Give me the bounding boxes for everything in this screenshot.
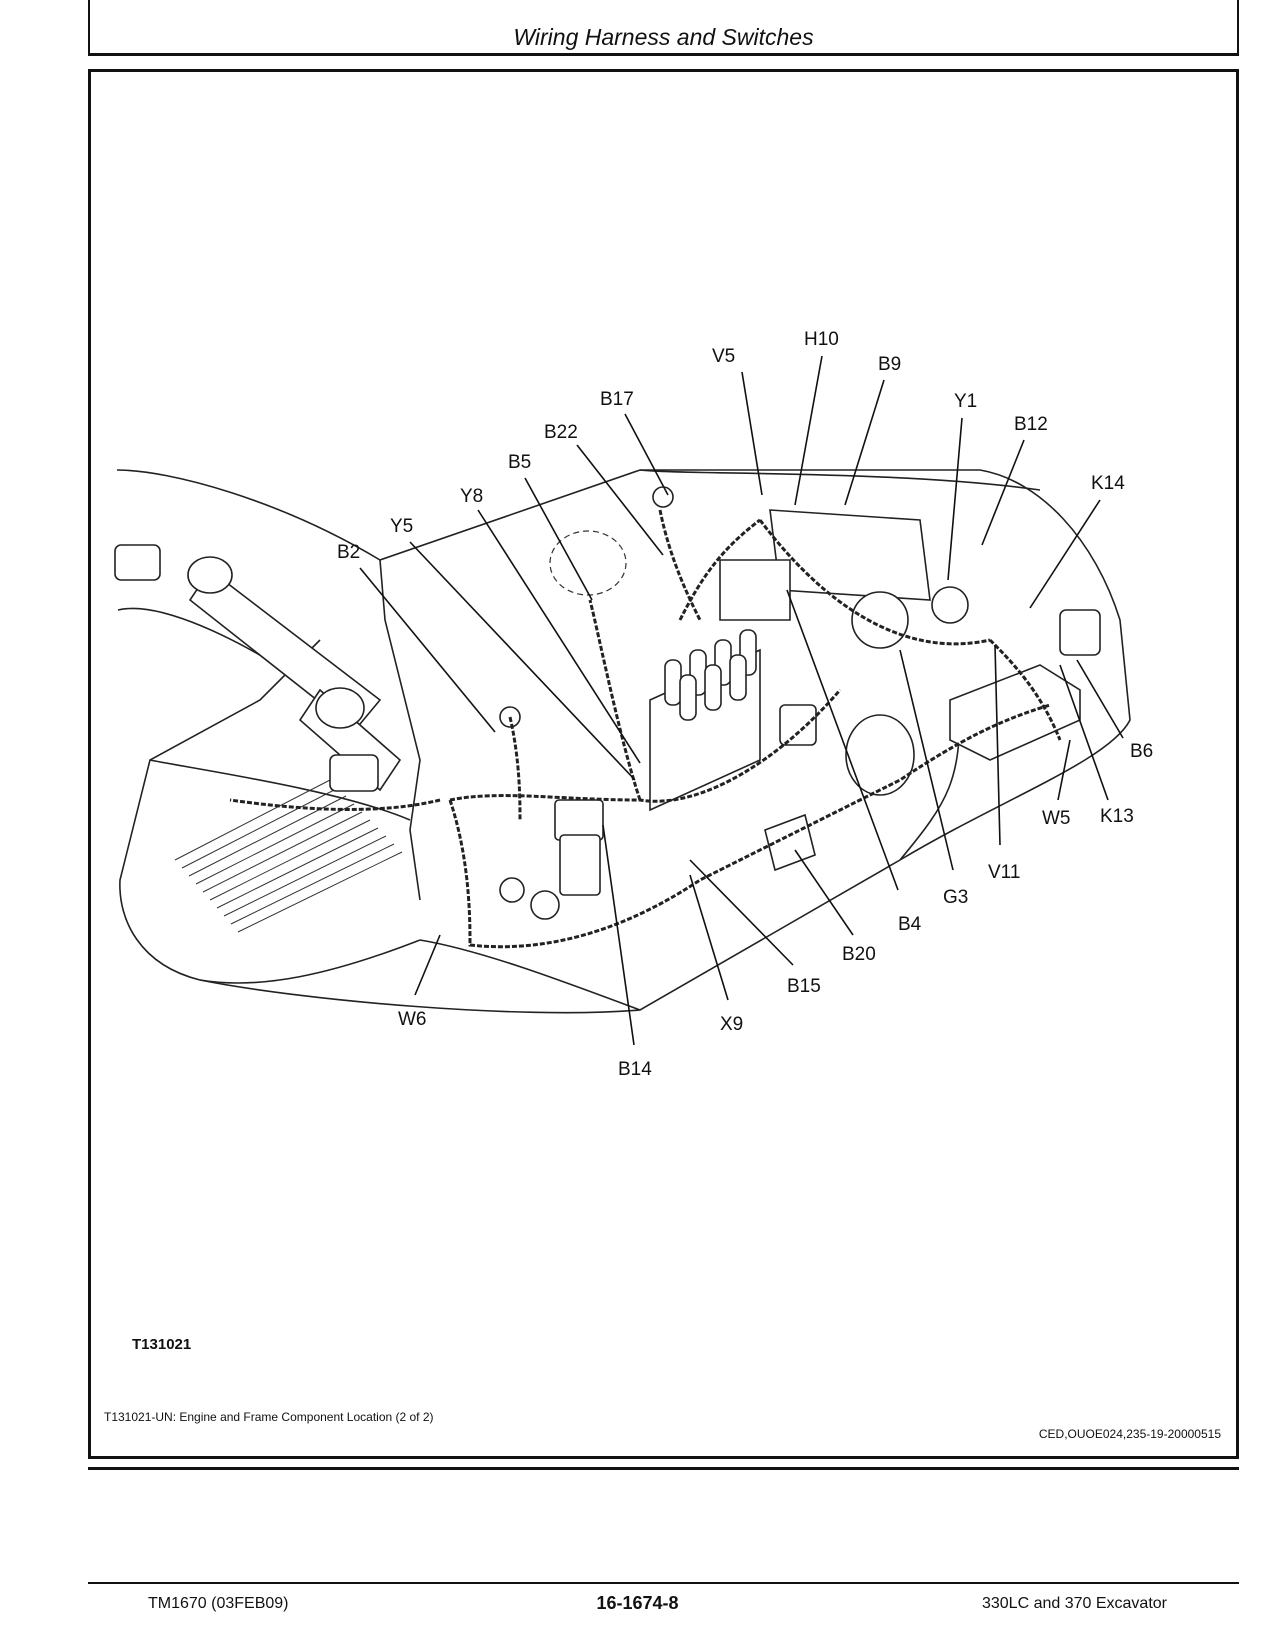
- figure-reference: CED,OUOE024,235-19-20000515: [1038, 1427, 1221, 1441]
- section-divider: [88, 1467, 1239, 1470]
- callout-labels: V5 H10 B9 Y1 B12 K14 B17 B22 B5 Y8 Y5 B2…: [337, 329, 1153, 1080]
- footer-divider: [88, 1582, 1239, 1584]
- callout-b17: B17: [600, 389, 634, 410]
- excavator-frame-illustration: [114, 469, 1131, 1014]
- figure-id-label: T131021: [132, 1336, 192, 1353]
- wiring-harness: [229, 509, 1062, 949]
- callout-b15: B15: [787, 976, 821, 997]
- callout-v5: V5: [712, 346, 735, 367]
- callout-y1: Y1: [954, 391, 977, 412]
- callout-b20: B20: [842, 944, 876, 965]
- callout-k14: K14: [1091, 473, 1125, 494]
- callout-leaders: [359, 355, 1124, 1046]
- callout-k13: K13: [1100, 806, 1134, 827]
- callout-b14: B14: [618, 1059, 652, 1080]
- callout-b22: B22: [544, 422, 578, 443]
- figure-frame: [88, 69, 1239, 1459]
- callout-b4: B4: [898, 914, 922, 935]
- callout-b6: B6: [1130, 741, 1153, 762]
- header-frame: Wiring Harness and Switches: [88, 0, 1239, 56]
- callout-w6: W6: [398, 1009, 427, 1030]
- footer-manual-id: TM1670 (03FEB09): [148, 1595, 289, 1612]
- callout-b12: B12: [1014, 414, 1048, 435]
- footer-page-number: 16-1674-8: [596, 1593, 679, 1613]
- callout-x9: X9: [720, 1014, 743, 1035]
- callout-y8: Y8: [460, 486, 483, 507]
- callout-w5: W5: [1042, 808, 1071, 829]
- callout-b5: B5: [508, 452, 531, 473]
- figure-caption: T131021-UN: Engine and Frame Component L…: [104, 1410, 434, 1424]
- section-title: Wiring Harness and Switches: [513, 24, 814, 50]
- footer-machine-model: 330LC and 370 Excavator: [981, 1595, 1167, 1612]
- callout-g3: G3: [943, 887, 968, 908]
- callout-b9: B9: [878, 354, 901, 375]
- callout-b2: B2: [337, 542, 360, 563]
- callout-y5: Y5: [390, 516, 413, 537]
- callout-v11: V11: [988, 862, 1020, 883]
- callout-h10: H10: [804, 329, 839, 350]
